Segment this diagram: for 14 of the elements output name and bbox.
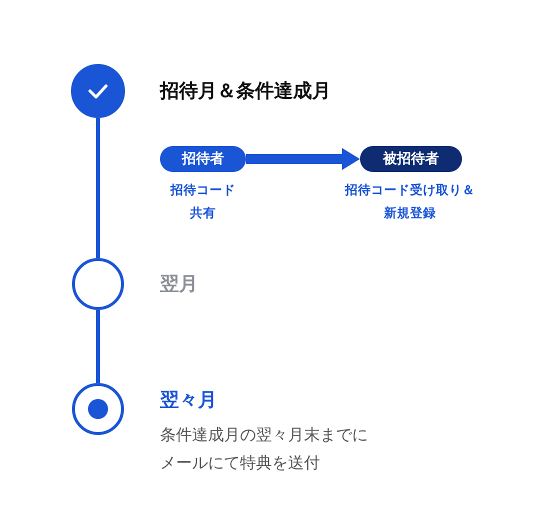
step-circle [72,258,124,310]
timeline-line [96,118,100,258]
current-step-circle [72,383,124,435]
completed-step-circle [71,64,125,118]
arrow [246,148,360,170]
timeline-line [96,310,100,383]
step-description: 条件達成月の翌々月末までにメールにて特典を送付 [160,424,369,474]
step-title: 招待月＆条件達成月 [160,79,331,104]
step-title: 翌々月 [160,388,217,413]
role-badge: 招待者 [160,146,246,172]
role-badge: 被招待者 [360,146,462,172]
step-title: 翌月 [160,272,198,297]
role-description: 招待コード共有 [169,181,236,222]
role-description: 招待コード受け取り＆新規登録 [345,181,475,222]
